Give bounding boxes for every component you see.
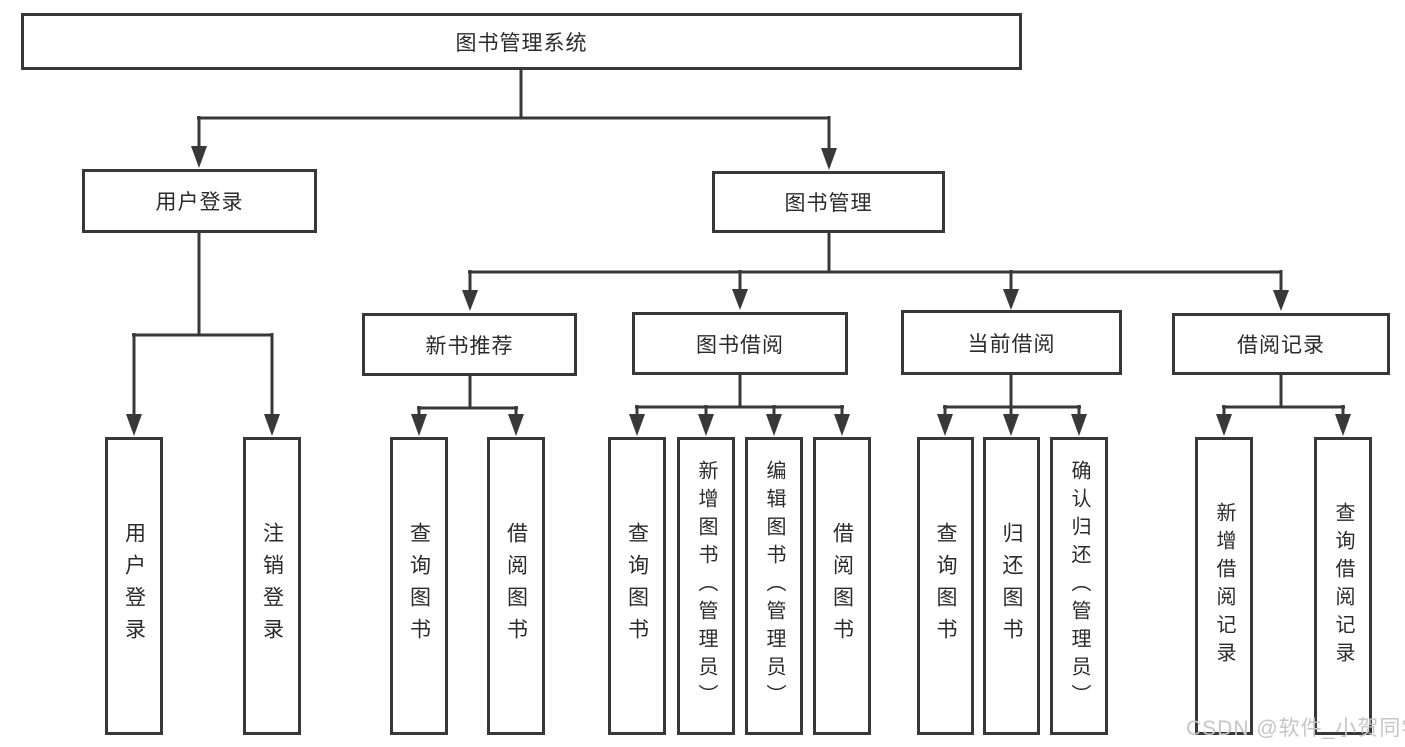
leaf-confirm-return-admin: 确认归还（管理员） — [1050, 437, 1108, 735]
leaf-query-books-borrowing: 查询图书 — [608, 437, 666, 735]
leaf-query-books-current: 查询图书 — [917, 437, 974, 735]
leaf-return-books: 归还图书 — [983, 437, 1040, 735]
node-current-borrowing: 当前借阅 — [901, 310, 1122, 375]
leaf-edit-books-admin: 编辑图书（管理员） — [745, 437, 803, 735]
leaf-query-books-recommend: 查询图书 — [390, 437, 448, 735]
leaf-add-books-admin: 新增图书（管理员） — [677, 437, 735, 735]
node-borrowing-records: 借阅记录 — [1172, 313, 1390, 375]
node-book-management: 图书管理 — [712, 171, 945, 233]
leaf-add-borrow-record: 新增借阅记录 — [1195, 437, 1253, 735]
node-library-management-system: 图书管理系统 — [21, 13, 1022, 70]
node-user-login: 用户登录 — [82, 169, 317, 233]
leaf-borrow-books: 借阅图书 — [813, 437, 871, 735]
leaf-user-login: 用户登录 — [105, 437, 163, 735]
node-new-book-recommendation: 新书推荐 — [362, 313, 577, 376]
node-book-borrowing: 图书借阅 — [632, 312, 848, 375]
leaf-logout: 注销登录 — [243, 437, 301, 735]
leaf-query-borrow-record: 查询借阅记录 — [1314, 437, 1372, 735]
leaf-borrow-books-recommend: 借阅图书 — [487, 437, 545, 735]
csdn-watermark: CSDN @软件_小贺同学 — [1186, 717, 1405, 740]
